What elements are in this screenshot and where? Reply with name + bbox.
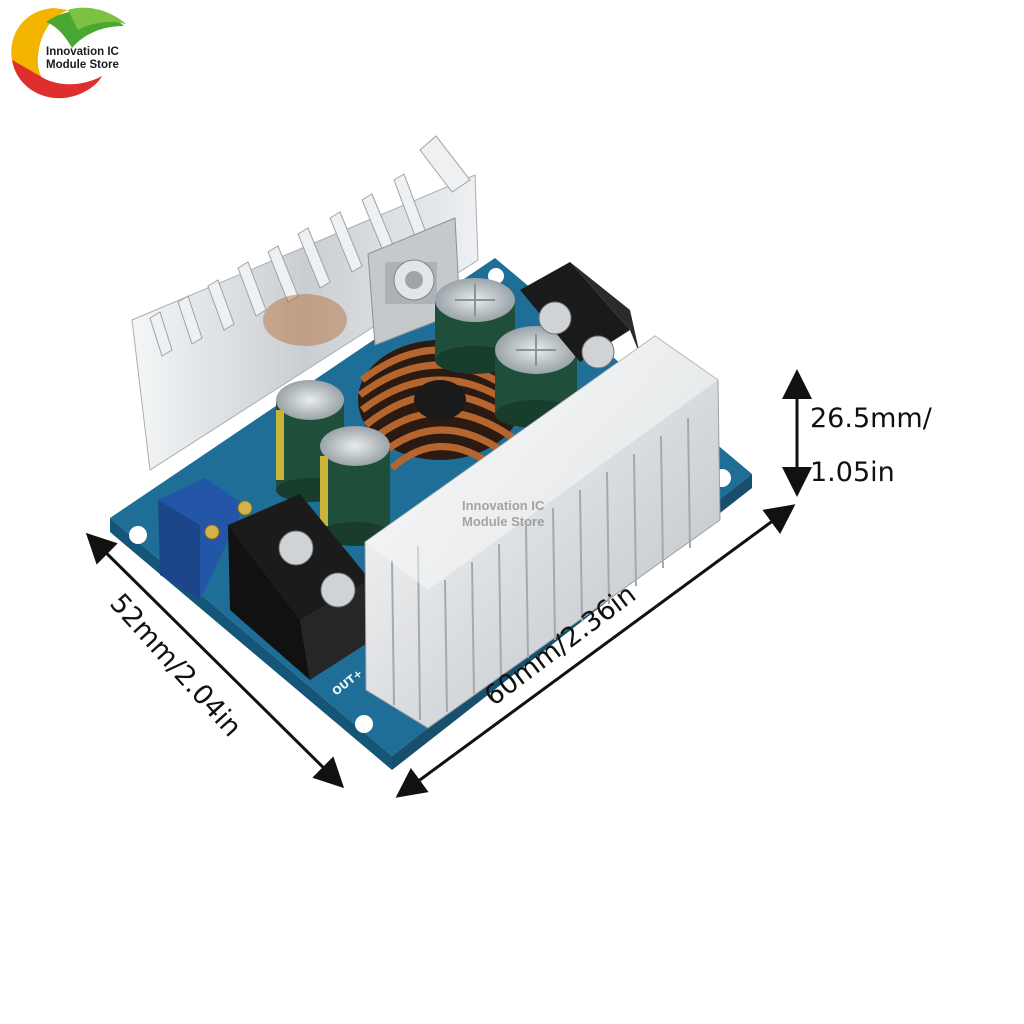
store-logo: Innovation IC Module Store bbox=[6, 4, 130, 104]
adjust-screw-icon bbox=[204, 524, 220, 540]
capacitor bbox=[276, 380, 344, 502]
depth-arrow bbox=[85, 532, 345, 789]
width-arrow bbox=[395, 504, 796, 798]
watermark-line-1: Innovation IC bbox=[462, 498, 545, 513]
logo-graphic bbox=[11, 7, 126, 99]
height-dimension-line-2: 1.05in bbox=[810, 457, 895, 488]
mount-hole-icon bbox=[355, 715, 373, 733]
height-dimension-label: 26.5mm/ 1.05in bbox=[810, 392, 932, 500]
screw-icon bbox=[278, 530, 314, 566]
mosfet bbox=[367, 217, 461, 346]
watermark-line-2: Module Store bbox=[462, 514, 545, 529]
watermark: Innovation IC Module Store bbox=[462, 498, 544, 530]
logo-text: Innovation IC Module Store bbox=[46, 46, 119, 72]
logo-line-2: Module Store bbox=[46, 59, 119, 71]
screw-icon bbox=[320, 572, 356, 608]
screw-icon bbox=[581, 335, 615, 369]
height-dimension-line-1: 26.5mm/ bbox=[810, 403, 932, 434]
screw-icon bbox=[538, 301, 572, 335]
capacitor bbox=[435, 278, 515, 374]
capacitor bbox=[320, 426, 390, 546]
adjust-screw-icon bbox=[237, 500, 253, 516]
logo-line-1: Innovation IC bbox=[46, 46, 119, 58]
input-terminal-block bbox=[520, 262, 640, 369]
mount-hole-icon bbox=[488, 268, 504, 284]
capacitor bbox=[495, 326, 577, 428]
mount-hole-icon bbox=[129, 526, 147, 544]
